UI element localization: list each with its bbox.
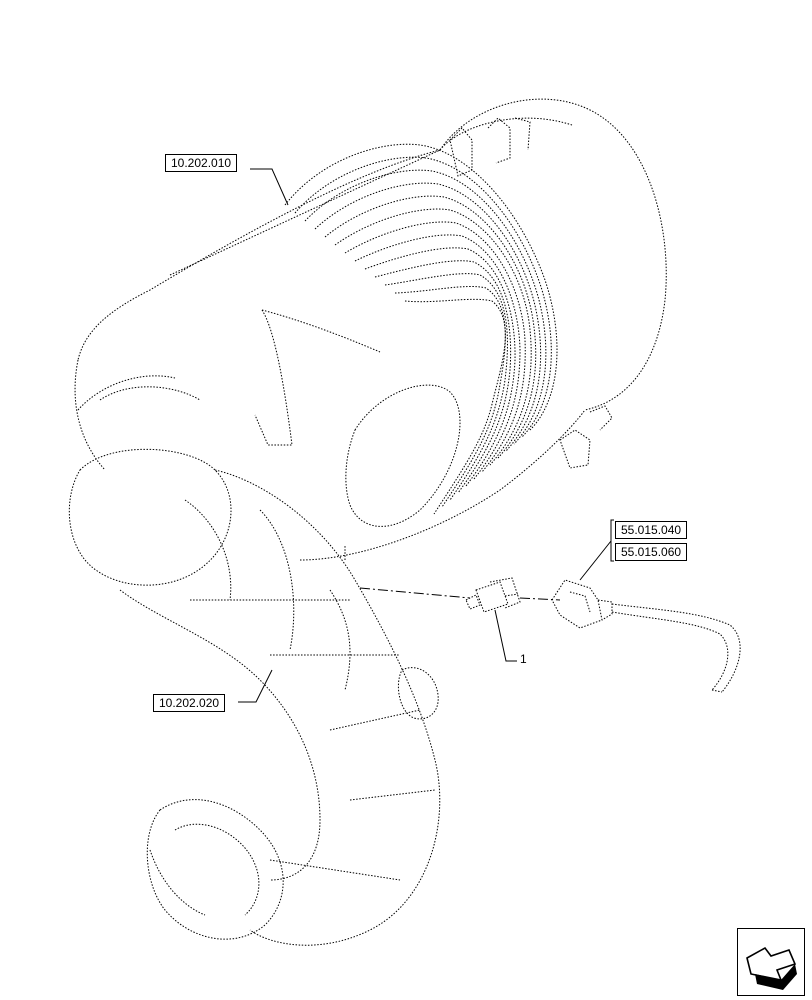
leader-housing (250, 168, 289, 206)
leader-lines (238, 168, 614, 703)
inlet-duct (68, 386, 441, 946)
connector-harness (551, 579, 741, 693)
leader-connector (579, 540, 612, 581)
leader-duct (238, 669, 273, 703)
connector-bracket (610, 519, 614, 562)
next-page-button[interactable] (737, 928, 805, 996)
sensor-part (465, 577, 521, 613)
leader-sensor (494, 609, 517, 662)
next-page-arrow-icon (737, 928, 805, 996)
air-filter-housing (74, 98, 667, 561)
ref-connector-b-label[interactable]: 55.015.060 (615, 543, 688, 561)
ref-duct-label[interactable]: 10.202.020 (153, 694, 226, 712)
housing-ribs (284, 143, 558, 515)
ref-connector-a-label[interactable]: 55.015.040 (615, 521, 688, 539)
callout-sensor: 1 (520, 652, 527, 666)
centre-line (359, 587, 561, 601)
ref-housing-label[interactable]: 10.202.010 (165, 154, 238, 172)
